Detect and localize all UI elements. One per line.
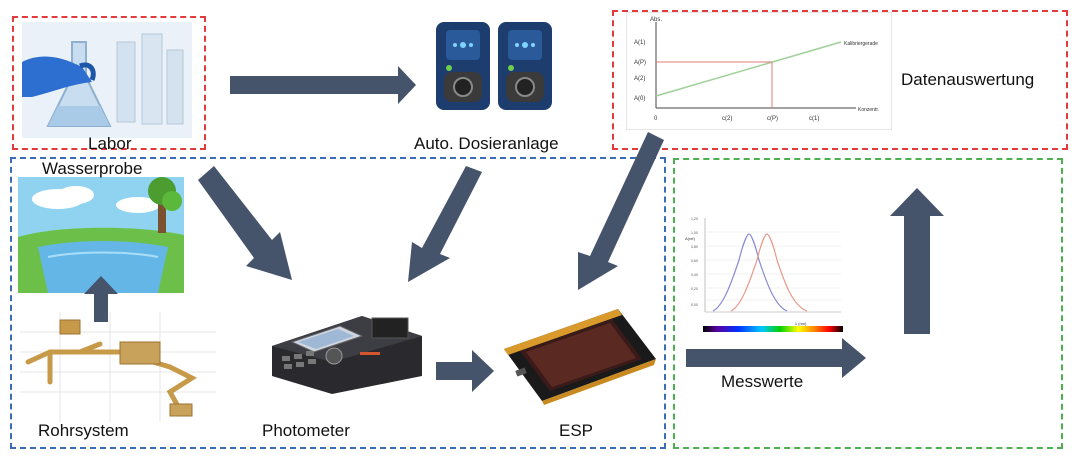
label-photometer: Photometer <box>262 421 350 440</box>
messwerte-region-box <box>673 158 1063 449</box>
labor-illustration <box>22 22 192 138</box>
arrow-labor-to-photometer <box>198 166 292 280</box>
label-datenauswertung: Datenauswertung <box>901 70 1035 89</box>
calib-line-label: Kalibriergerade <box>844 41 878 47</box>
spectrum-y-tick: 1,00 <box>691 231 698 235</box>
calib-x-tick: c(2) <box>722 116 732 122</box>
rohrsystem-illustration <box>20 312 216 422</box>
spectrum-y-tick: 0,80 <box>691 245 698 249</box>
spectrum-x-axis-label: λ (nm) <box>795 321 807 326</box>
spectrum-y-tick: 1,20 <box>691 217 698 221</box>
spectrum-chart: A(rel) 1,20 1,00 0,80 0,60 0,40 0,20 0,0… <box>683 214 845 334</box>
calib-x-tick: c(P) <box>767 116 778 122</box>
spectrum-curve-blue <box>712 233 788 312</box>
arrow-rohrsystem-to-wasserprobe <box>84 276 118 322</box>
arrow-photometer-to-esp <box>436 350 494 392</box>
label-wasserprobe: Wasserprobe <box>42 159 143 178</box>
arrow-dosieranlage-to-photometer <box>408 166 482 282</box>
spectrum-y-tick: 0,40 <box>691 273 698 277</box>
wasserprobe-illustration <box>18 177 184 293</box>
spectrum-y-tick: 0,00 <box>691 303 698 307</box>
calib-y-tick: A(0) <box>634 96 645 102</box>
dosieranlage-illustration <box>436 22 552 110</box>
label-esp: ESP <box>559 421 594 440</box>
arrow-labor-to-dosieranlage <box>230 66 416 104</box>
field-region-box <box>10 157 666 449</box>
photometer-illustration <box>272 316 422 394</box>
spectrum-color-bar <box>703 326 843 332</box>
arrow-up-to-datenauswertung <box>890 188 944 334</box>
calib-x-tick: 0 <box>654 116 658 122</box>
spectrum-curve-red <box>730 233 808 312</box>
arrow-datenauswertung-to-esp <box>578 132 664 290</box>
calib-y-tick: A(2) <box>634 76 645 82</box>
datenauswertung-region-box <box>612 10 1068 150</box>
label-labor: Labor <box>88 134 132 153</box>
label-rohrsystem: Rohrsystem <box>38 421 129 440</box>
label-dosieranlage: Auto. Dosieranlage <box>414 134 559 153</box>
label-messwerte: Messwerte <box>721 372 804 391</box>
spectrum-y-axis-label: A(rel) <box>685 236 695 241</box>
calib-y-tick: A(P) <box>634 60 646 66</box>
calibration-line <box>655 41 842 97</box>
calib-y-axis-label: Abs. <box>650 17 662 23</box>
spectrum-y-tick: 0,60 <box>691 259 698 263</box>
esp-illustration <box>504 309 656 405</box>
labor-region-box <box>12 16 206 150</box>
calib-x-tick: c(1) <box>809 116 819 122</box>
calibration-chart: Abs. Konzentr. Kalibriergerade A(1) A(P)… <box>626 12 892 130</box>
calib-y-tick: A(1) <box>634 40 645 46</box>
spectrum-y-tick: 0,20 <box>691 287 698 291</box>
calib-x-axis-label: Konzentr. <box>858 107 879 113</box>
arrow-messwerte-right <box>686 338 866 378</box>
